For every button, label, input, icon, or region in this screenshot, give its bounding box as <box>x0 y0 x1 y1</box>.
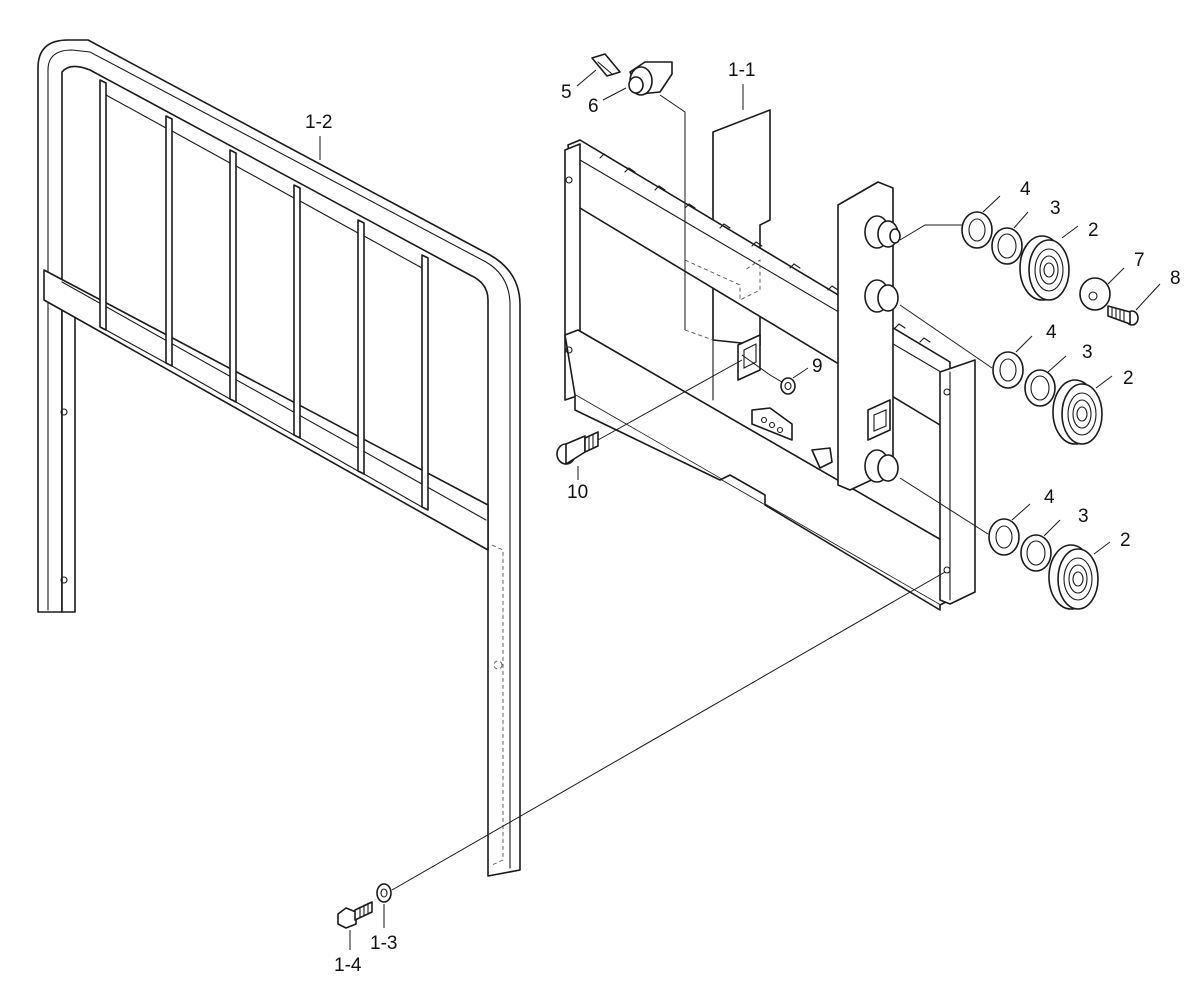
shim-3-top <box>991 227 1023 265</box>
roller-studs <box>864 215 901 483</box>
washer-4-top <box>961 211 993 249</box>
label-10: 10 <box>567 482 588 503</box>
stud-bottom <box>864 449 899 483</box>
label-4-middle: 4 <box>1046 322 1057 343</box>
washer-7 <box>1079 277 1111 311</box>
label-2-middle: 2 <box>1123 368 1134 389</box>
label-4-bottom: 4 <box>1044 487 1055 508</box>
label-2-bottom: 2 <box>1120 530 1131 551</box>
washer-1-3 <box>376 883 392 903</box>
label-2-top: 2 <box>1088 220 1099 241</box>
stud-top <box>864 215 901 249</box>
label-4-top: 4 <box>1020 179 1031 200</box>
nut-9 <box>780 377 796 395</box>
shim-3-bottom <box>1020 534 1052 572</box>
label-1-1: 1-1 <box>728 60 755 81</box>
label-3-bottom: 3 <box>1078 506 1089 527</box>
callout-leaders <box>319 69 1161 950</box>
label-8: 8 <box>1170 268 1181 289</box>
screw-8 <box>1107 305 1139 326</box>
bearing-2-top <box>1019 235 1070 301</box>
label-1-4: 1-4 <box>334 955 362 976</box>
label-1-2: 1-2 <box>305 112 332 133</box>
guard-slats <box>99 79 429 511</box>
bearing-2-middle <box>1052 379 1103 445</box>
pin-5 <box>591 53 621 77</box>
stud-middle <box>864 279 899 313</box>
label-7: 7 <box>1134 250 1145 271</box>
label-1-3: 1-3 <box>370 933 397 954</box>
shim-3-middle <box>1024 369 1056 407</box>
roller-stud-6 <box>628 61 673 96</box>
load-backrest-guard <box>37 39 521 877</box>
label-6: 6 <box>588 96 599 117</box>
bolt-10 <box>556 431 599 465</box>
washer-4-bottom <box>988 518 1020 556</box>
bolt-1-4 <box>337 901 373 929</box>
bearing-2-bottom <box>1048 544 1099 610</box>
callout-labels: 1-2 1-1 5 6 4 3 2 7 8 4 3 2 9 10 4 3 2 1… <box>305 60 1181 976</box>
label-5: 5 <box>561 82 572 103</box>
carriage-frame <box>564 109 976 611</box>
label-3-middle: 3 <box>1082 342 1093 363</box>
washer-4-middle <box>992 351 1024 389</box>
label-9: 9 <box>812 356 823 377</box>
label-3-top: 3 <box>1050 198 1061 219</box>
